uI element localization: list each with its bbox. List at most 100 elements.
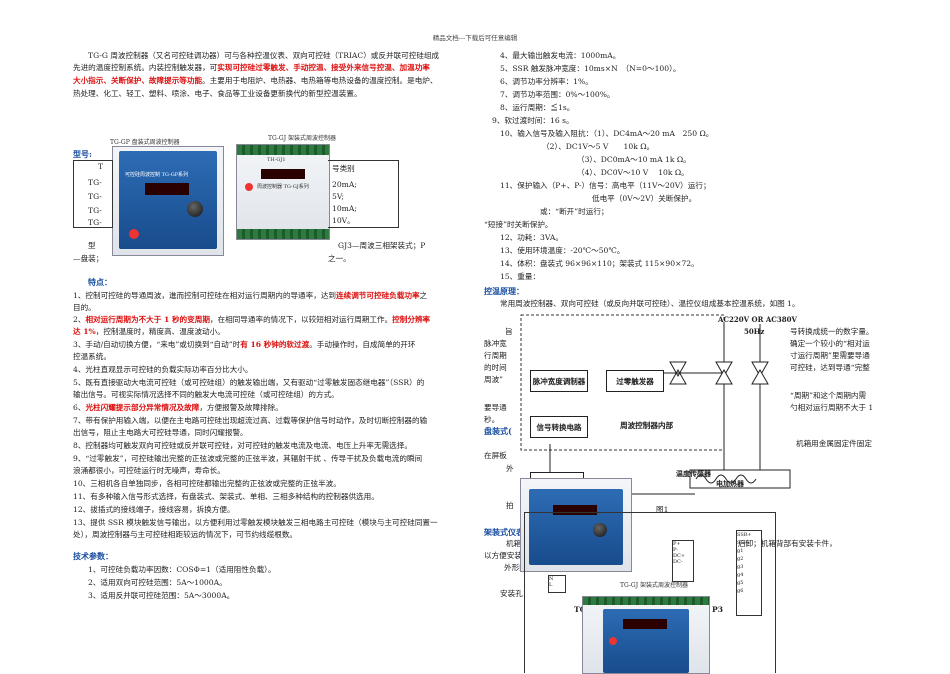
spec-6: 6、调节功率分辨率：1%。 <box>500 77 593 86</box>
feature-5-cont: 输出信号。可视实际情况选择不同的触发大电流可控硅（或可控硅组）的方式。 <box>73 390 339 399</box>
table-row: TG- <box>88 206 102 215</box>
gp-panel-text: 可控硅周波控制 TG-GP系列 <box>125 172 189 178</box>
table-row: TG- <box>88 218 102 227</box>
principle-frag: “周期”和这个周期内需 <box>790 391 867 400</box>
freq-label: 50Hz <box>744 327 765 336</box>
feature-11: 11、有多种输入信号形式选择，有盘装式、架装式、单相、三相多种结构的控制器供选用… <box>73 492 379 501</box>
rack-text: 后卸；机箱背部有安装卡件， <box>738 539 837 548</box>
gj-model-text: TH-GJ1 <box>267 157 286 163</box>
spec-10-4: （4）、DC0V～10 V 10k Ω。 <box>577 168 689 177</box>
model-heading: 型号: <box>73 149 92 159</box>
intro-line-4: 热处理、化工、轻工、塑料、喷涂、电子、食品等工业设备更新换代的新型控温装置。 <box>73 89 362 98</box>
feature-13: 13、提供 SSR 模块触发信号输出，以方便利用过零触发模块触发三相电路主可控硅… <box>73 518 438 527</box>
table-header: 号类别 <box>332 164 355 173</box>
feature-13-cont: 处），周波控制器与主可控硅相距较远的情况下，可节约线缆根数。 <box>73 530 298 539</box>
model-line-2b: 之一。 <box>328 254 351 263</box>
tech-heading: 技术参数： <box>73 551 113 561</box>
feature-2: 2、相对运行周期为不大于 1 秒的变周期，在相同导通率的情况下，以较短相对运行周… <box>73 315 431 324</box>
device-photo-panel-lower <box>520 478 632 572</box>
table-row: TG- <box>88 178 102 187</box>
terminal-label: DC+ <box>673 553 686 559</box>
gj-display <box>261 169 305 179</box>
intro-line-1: TG-G 周波控制器（又名可控硅调功器）可与各种控温仪表、双向可控硅（TRIAC… <box>88 51 440 60</box>
terminal-label: g6 <box>737 588 744 594</box>
model-line-2a: —盘装； <box>73 254 104 263</box>
principle-heading: 控温原理： <box>484 286 524 296</box>
feature-1-cont: 目的。 <box>73 303 96 312</box>
terminal-label: N <box>549 576 554 582</box>
device-photo-rack-lower <box>582 596 710 674</box>
gp-knob-icon <box>187 201 203 217</box>
rack-heading: 架装式仪表 <box>484 527 524 537</box>
terminal-label: g3 <box>737 564 744 570</box>
gp-display <box>145 183 189 195</box>
lower-terminal-strip <box>583 597 709 605</box>
model-table-left: T TG- TG- TG- TG- <box>73 160 113 228</box>
power-label: AC220V OR AC380V <box>718 315 797 324</box>
model-table-right: 号类别 20mA; 5V; 10mA; 10V。 <box>328 160 399 228</box>
feature-9: 9、“过零触发”，可控硅输出完整的正弦波或完整的正弦半波，其辐射干扰 、传导干扰… <box>73 454 423 463</box>
principle-frag: 可控硅，达到导通“完整 <box>790 363 870 372</box>
panel-text: 拍 <box>506 501 514 510</box>
terminal-label: P- <box>673 547 678 553</box>
spec-5: 5、SSR 触发脉冲宽度：10ms×N （N=0～100）。 <box>500 64 681 73</box>
spec-10-2: （2）、DC1V～5 V 10k Ω。 <box>542 142 655 151</box>
feature-7: 7、带有保护用输入端，以便在主电路可控硅出现超流过高、过载等保护信号时动作，及时… <box>73 416 428 425</box>
feature-3: 3、手动/自动切换方便，“来电”或切换到“自动”时有 16 秒钟的软过渡。手动操… <box>73 340 416 349</box>
intro-line-3: 大小指示、关断保护、故障提示等功能。主要用于电阻炉、电热器、电热箱等电热设备的温… <box>73 76 438 85</box>
terminal-label: DC- <box>673 559 683 565</box>
tech-2: 2、适用双向可控硅范围：5A～1000A。 <box>88 578 227 587</box>
panel-text: 在屏板 <box>484 451 507 460</box>
spec-12: 12、功耗：3VA。 <box>500 233 563 242</box>
model-line-1b: GJ3—周波三相架装式；P <box>338 241 426 250</box>
terminal-label: SSR+ <box>737 532 752 538</box>
block-zero-trigger: 过零触发器 <box>606 370 664 392</box>
terminal-block-right: SSR+ SSR- g1 g2 g3 g4 g5 g6 <box>736 530 762 616</box>
spec-4: 4、最大输出触发电流：1000mA。 <box>500 51 621 60</box>
spec-10: 10、输入信号及输入阻抗：（1）、DC4mA～20 mA 250 Ω。 <box>500 129 714 138</box>
feature-5: 5、既有直接驱动大电流可控硅（或可控硅组）的触发输出端，又有驱动“过零触发固态继… <box>73 378 425 387</box>
principle-frag: 行周期 <box>484 351 507 360</box>
table-cell: 5V; <box>332 192 345 201</box>
feature-8: 8、控制器均可触发双向可控硅或反并联可控硅，对可控硅的触发电流及电流、电压上升率… <box>73 441 412 450</box>
block-signal-converter: 信号转换电路 <box>530 416 588 438</box>
spec-11: 11、保护输入（P+、P-）信号：高电平（11V～20V）运行； <box>500 181 711 190</box>
lower-rack-display <box>623 619 667 629</box>
figure-label: 图1 <box>656 505 669 514</box>
principle-frag: 勺相对运行周期不大于 1 <box>790 403 874 412</box>
install-label: 安装孔 <box>500 589 523 598</box>
table-row: T <box>98 162 104 171</box>
tech-1: 1、可控硅负载功率因数：COSΦ=1（适用阻性负载）。 <box>88 565 276 574</box>
device-photo-gj: TH-GJ1 周波控制器 TG-GJ系列 <box>236 144 330 240</box>
tg-label: TG <box>574 605 587 614</box>
tech-3: 3、适用反并联可控硅范围：5A～3000A。 <box>88 591 235 600</box>
gp-logo-icon <box>129 229 139 239</box>
rack-text: 以方便安装 <box>484 551 522 560</box>
table-cell: 20mA; <box>332 180 357 189</box>
lower-knob-icon <box>593 523 607 537</box>
spec-7: 7、调节功率范围：0%～100%。 <box>500 90 615 99</box>
rack-outline <box>524 512 776 673</box>
spec-15: 15、重量： <box>500 272 541 281</box>
p3-label: P3 <box>712 605 723 614</box>
rack-text: 外形照 <box>504 563 527 572</box>
spec-11-2: 低电平（0V～2V）关断保护。 <box>592 194 697 203</box>
terminal-block-nl: N L <box>548 575 566 593</box>
principle-frag: 秒。 <box>484 415 500 424</box>
terminal-label: g1 <box>737 548 744 554</box>
spec-9: 9、软过渡时间：16 s。 <box>492 116 574 125</box>
feature-7-cont: 出信号，阻止主电路大可控硅导通，同时闪耀报警。 <box>73 428 248 437</box>
spec-8: 8、运行周期：≦1s。 <box>500 103 575 112</box>
spec-13: 13、使用环境温度：-20℃～50℃。 <box>500 246 625 255</box>
lower-logo-icon <box>609 637 617 645</box>
figure-1-diagram <box>520 314 791 495</box>
gj-logo-icon <box>245 183 253 191</box>
intro-line-2: 先进的温度控制系统。内装控制触发器，可实现可控硅过零触发、手动控温、接受外来信号… <box>73 63 430 72</box>
spec-14: 14、体积：盘装式 96×96×110；架装式 115×90×72。 <box>500 259 699 268</box>
principle-frag: 确定一个较小的“相对运 <box>790 339 870 348</box>
features-heading: 特点： <box>88 277 112 287</box>
principle-frag: 号转换成统一的数字量。 <box>790 327 874 336</box>
block-pulse-modulator: 脉冲宽度调制器 <box>530 370 588 392</box>
feature-6: 6、光柱闪耀提示部分异常情况及故障，方便报警及故障排除。 <box>73 403 283 412</box>
